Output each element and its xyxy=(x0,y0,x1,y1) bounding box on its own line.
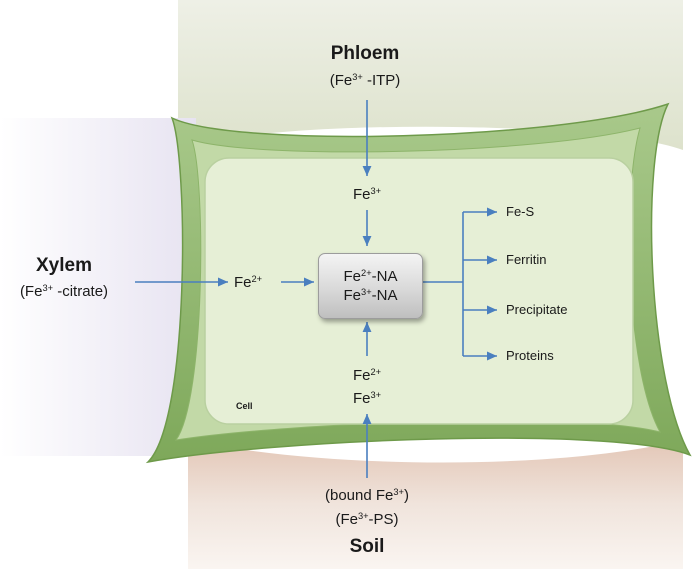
soil-bound-label: (bound Fe3+) xyxy=(325,486,409,504)
complex-line-2: Fe3+-NA xyxy=(343,286,398,304)
output-proteins: Proteins xyxy=(506,348,554,363)
xylem-subtitle: (Fe3+ -citrate) xyxy=(19,282,109,300)
phloem-title: Phloem xyxy=(330,43,400,64)
fe-top-label: Fe3+ xyxy=(352,185,382,203)
phloem-subtitle: (Fe3+ -ITP) xyxy=(329,71,401,89)
output-fe-s: Fe-S xyxy=(506,204,535,219)
fe-bottom-line-2: Fe3+ xyxy=(352,389,382,407)
fe-na-complex: Fe2+-NA Fe3+-NA xyxy=(318,253,423,319)
soil-band xyxy=(188,440,683,569)
fe-bottom-line-1: Fe2+ xyxy=(352,366,382,384)
soil-ps-label: (Fe3+-PS) xyxy=(335,510,399,528)
phloem-band xyxy=(178,0,683,150)
cell-label: Cell xyxy=(236,401,253,411)
xylem-band xyxy=(0,118,196,456)
output-precipitate: Precipitate xyxy=(506,302,568,317)
xylem-title: Xylem xyxy=(36,255,92,276)
complex-line-1: Fe2+-NA xyxy=(343,267,398,285)
soil-title: Soil xyxy=(349,536,385,557)
fe-left-label: Fe2+ xyxy=(234,273,263,291)
output-ferritin: Ferritin xyxy=(506,252,547,267)
